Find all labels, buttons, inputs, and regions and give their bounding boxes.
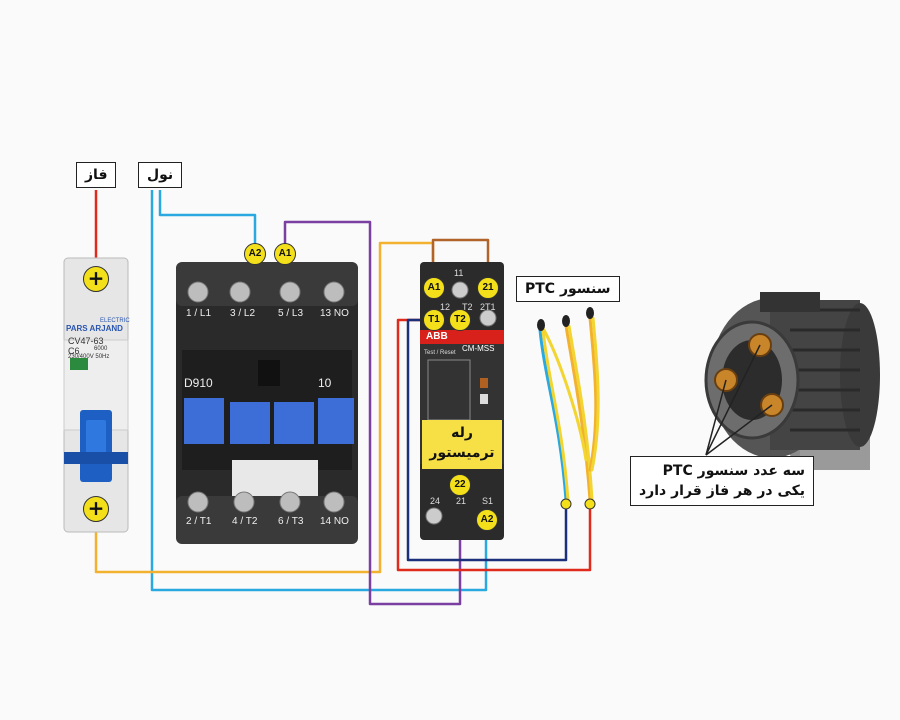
jumper-wire — [431, 238, 490, 278]
motor-note: سه عدد سنسور PTC یکی در هر فاز قرار دارد — [630, 456, 815, 506]
screw — [323, 491, 345, 513]
relay-bottom-number-1: 24 — [430, 496, 441, 506]
screw — [187, 281, 209, 303]
screw — [323, 281, 345, 303]
relay-brand: ABB — [426, 331, 448, 342]
neutral-a2-wire — [158, 190, 257, 245]
breaker-rating: C6 — [68, 346, 80, 356]
screw — [451, 281, 469, 299]
relay-label-line2: ترمیستور — [429, 445, 495, 461]
screw — [279, 491, 301, 513]
neutral-label: نول — [138, 162, 183, 188]
contactor-top-terminal-4: 13 NO — [320, 308, 349, 319]
relay-label: رله ترمیستور — [422, 420, 502, 469]
relay-top-number-2: 12 — [440, 302, 451, 312]
junction-dot-2 — [584, 498, 596, 510]
contactor-terminal-a1: A1 — [274, 243, 296, 265]
motor-note-line2: یکی در هر فاز قرار دارد — [639, 483, 806, 499]
relay-terminal-a1: A1 — [423, 277, 445, 299]
screw — [279, 281, 301, 303]
contactor-model: D910 — [184, 376, 213, 390]
contactor-bottom-terminal-2: 4 / T2 — [232, 516, 258, 527]
contactor-bottom-terminal-3: 6 / T3 — [278, 516, 304, 527]
relay-bottom-number-2: 21 — [456, 496, 467, 506]
neutral-wire — [150, 190, 488, 592]
screw — [233, 491, 255, 513]
ptc-sensors — [537, 307, 594, 331]
motor — [704, 292, 880, 470]
junction-dot-1 — [560, 498, 572, 510]
screw — [479, 309, 497, 327]
ptc-lead-4 — [542, 328, 588, 462]
contactor-top-terminal-1: 1 / L1 — [186, 308, 212, 319]
breaker-brand-sub: ELECTRIC — [100, 318, 130, 324]
contactor-top-terminal-2: 3 / L2 — [230, 308, 256, 319]
ptc-lead-3b — [590, 316, 600, 472]
relay-bottom-number-3: S1 — [482, 496, 494, 506]
relay-test-reset: Test / Reset — [424, 350, 456, 356]
circuit-breaker — [63, 257, 129, 533]
relay-terminal-t1: T1 — [423, 309, 445, 331]
phase-label: فاز — [76, 162, 117, 188]
thermistor-relay — [420, 262, 504, 540]
relay-top-number-4: 2T1 — [480, 302, 496, 312]
ptc-sensor-head-2 — [562, 315, 570, 327]
breaker-capacity: 6000 — [94, 346, 108, 352]
relay-label-line1: رله — [451, 425, 473, 441]
relay-top-number-3: T2 — [462, 302, 473, 312]
ptc-lead-2 — [564, 324, 592, 502]
ptc-sensor-head-1 — [537, 319, 545, 331]
breaker-voltage: 230/400V 50Hz — [68, 354, 110, 360]
breaker-model: CV47-63 — [68, 336, 104, 346]
ptc-lead-2b — [567, 324, 594, 502]
breaker-plus-bottom-icon: + — [83, 496, 109, 522]
relay-top-number-1: 11 — [454, 268, 464, 278]
contactor-terminal-a2: A2 — [244, 243, 266, 265]
relay-terminal-t2: T2 — [449, 309, 471, 331]
breaker-plus-top-icon: + — [83, 266, 109, 292]
relay-model: CM-MSS — [462, 344, 495, 353]
ptc-lead-1 — [538, 328, 568, 502]
motor-note-line1: سه عدد سنسور PTC — [662, 463, 806, 479]
coil-wire — [283, 220, 462, 606]
contactor-bottom-terminal-1: 2 / T1 — [186, 516, 212, 527]
contactor-code: 10 — [318, 376, 332, 390]
relay-terminal-21: 21 — [477, 277, 499, 299]
screw — [187, 491, 209, 513]
relay-terminal-22: 22 — [449, 474, 471, 496]
screw — [425, 507, 443, 525]
ptc-sensor-head-3 — [586, 307, 594, 319]
breaker-brand: PARS ARJAND — [66, 324, 123, 333]
contactor — [176, 262, 358, 544]
relay-terminal-a2: A2 — [476, 509, 498, 531]
screw — [229, 281, 251, 303]
ptc-sensor-label: سنسور PTC — [516, 276, 620, 302]
contactor-bottom-terminal-4: 14 NO — [320, 516, 349, 527]
ptc-lead-3 — [588, 316, 598, 472]
ptc-lead-1b — [541, 328, 570, 502]
contactor-top-terminal-3: 5 / L3 — [278, 308, 304, 319]
